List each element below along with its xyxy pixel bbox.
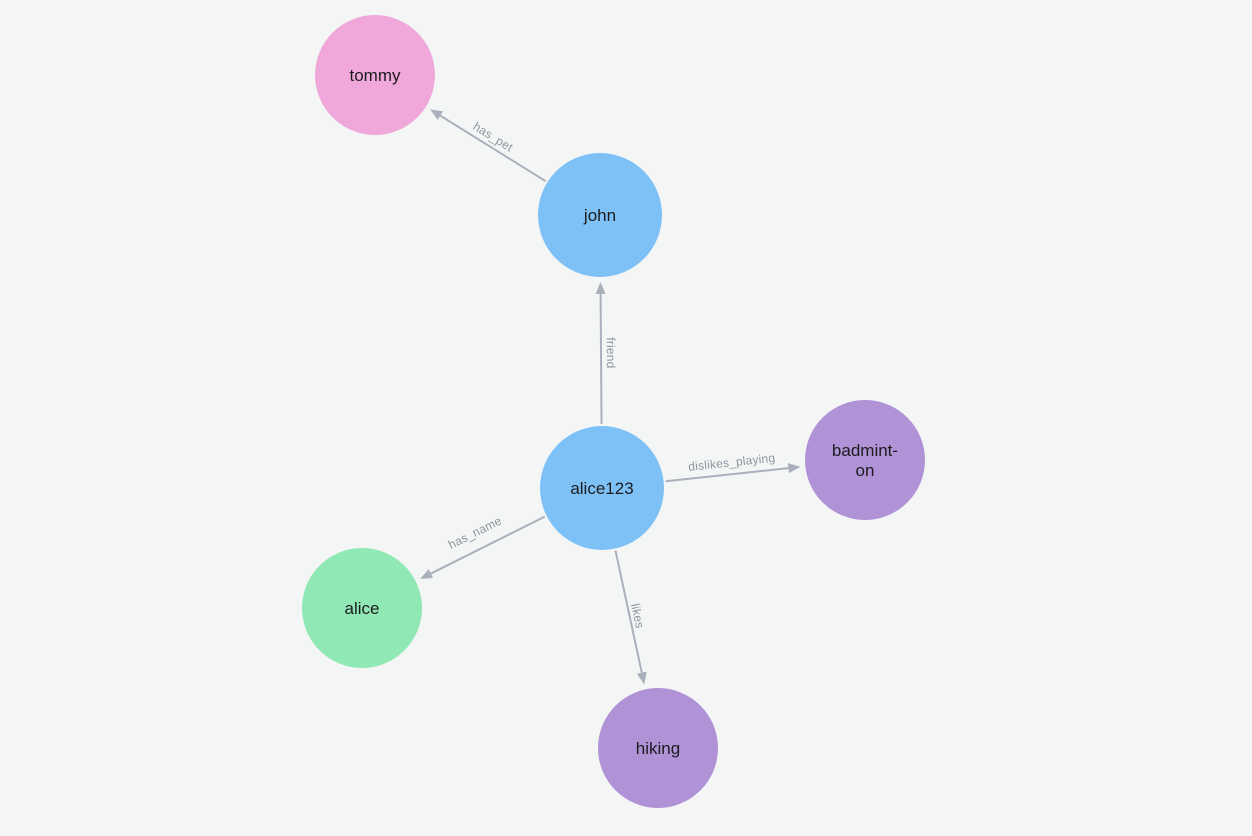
node-label: badmint-on [832, 441, 898, 480]
arrowhead-icon [787, 463, 801, 474]
node-label: tommy [350, 66, 402, 85]
edge-has_pet: has_pet [430, 109, 547, 183]
edge-likes: likes [614, 550, 647, 685]
edge-label: friend [604, 337, 618, 368]
node-circle[interactable] [598, 688, 718, 808]
edge-line [665, 467, 789, 483]
node-label: alice123 [570, 479, 633, 498]
nodes-layer: tommy john alice123 badmint-on alice hiking [302, 15, 925, 808]
node-circle[interactable] [315, 15, 435, 135]
node-tommy[interactable]: tommy [315, 15, 435, 135]
node-label: john [583, 206, 616, 225]
arrowhead-icon [420, 569, 434, 579]
arrowhead-icon [636, 671, 647, 685]
edge-line [430, 515, 546, 575]
edge-has_name: has_name [420, 514, 546, 579]
node-circle[interactable] [540, 426, 664, 550]
arrowhead-icon [430, 109, 444, 120]
node-circle[interactable] [805, 400, 925, 520]
edge-dislikes_playing: dislikes_playing [665, 451, 801, 483]
node-label: alice [345, 599, 380, 618]
edge-line [614, 550, 643, 673]
arrowhead-icon [595, 281, 606, 295]
edge-line [439, 114, 547, 183]
edge-label: likes [628, 602, 647, 629]
node-badminton[interactable]: badmint-on [805, 400, 925, 520]
edge-line [599, 293, 603, 425]
node-circle[interactable] [302, 548, 422, 668]
node-hiking[interactable]: hiking [598, 688, 718, 808]
node-alice[interactable]: alice [302, 548, 422, 668]
edge-friend: friend [595, 281, 618, 425]
node-label: hiking [636, 739, 680, 758]
edge-label: has_name [446, 514, 504, 552]
node-circle[interactable] [538, 153, 662, 277]
node-alice123[interactable]: alice123 [540, 426, 664, 550]
node-john[interactable]: john [538, 153, 662, 277]
